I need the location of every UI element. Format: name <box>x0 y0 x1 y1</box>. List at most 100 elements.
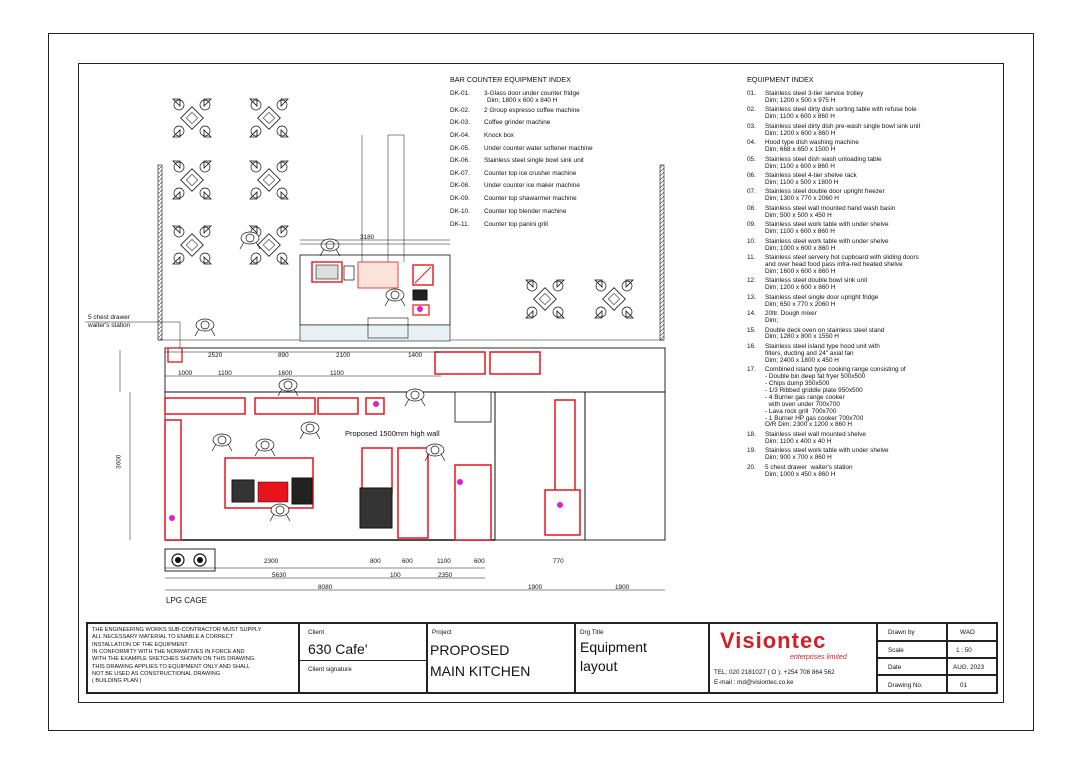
person <box>239 231 261 250</box>
engineering-note-line: IN CONFORMITY WITH THE NORMATIVES IN FOR… <box>92 648 245 655</box>
burner <box>231 479 255 503</box>
equipment-item-detail: with oven under 700x700 <box>765 400 840 408</box>
equipment-item-detail: Dim; 1100 x 400 x 40 H <box>765 437 832 445</box>
equipment-index-title: EQUIPMENT INDEX <box>747 75 814 84</box>
equipment-number: 08. <box>747 204 756 212</box>
store-room-2 <box>584 391 666 541</box>
bar-item: Counter top ice crusher machine <box>484 170 577 177</box>
dining-table <box>594 279 634 319</box>
equipment-index-list: 01.Stainless steel 3-tier service trolle… <box>747 90 987 610</box>
equipment-item-detail: Dim; 1100 x 600 x 860 H <box>765 228 835 236</box>
bar-item: Counter top shawarmer machine <box>484 195 577 202</box>
project-value: PROPOSED <box>430 642 510 658</box>
dim-text: 770 <box>553 558 564 565</box>
waiter-station-20 <box>167 347 183 363</box>
equipment-item-detail: Dim; 1100 x 600 x 860 H <box>765 162 835 170</box>
right-boundary-wall <box>659 164 665 341</box>
equipment-item-detail: Dim; <box>765 317 779 324</box>
person <box>404 388 426 407</box>
dining-table <box>249 225 289 265</box>
equipment-item-detail: - Lava rock grill 700x700 <box>765 407 837 415</box>
equipment-number: 09. <box>747 221 756 229</box>
engineering-note-line: WITH THE EXAMPLE SKETCHES SHOWN ON THIS … <box>92 656 256 663</box>
equipment-item-detail: Dim; 1200 x 600 x 860 H <box>765 129 836 137</box>
dining-table <box>525 279 565 319</box>
person <box>254 438 276 457</box>
wall-note: Proposed 1500mm high wall <box>345 429 440 438</box>
person <box>211 433 233 452</box>
dim-text: 2350 <box>438 572 453 579</box>
left-wall-equipment <box>164 419 182 541</box>
equipment-item: 01.Stainless steel 3-tier service trolle… <box>747 90 864 97</box>
equipment-number: 17. <box>747 366 756 374</box>
drawing-title-label: Drg Title <box>580 629 604 636</box>
drawing-sheet-border <box>48 33 1034 731</box>
equipment-item: 07.Stainless steel double door upright f… <box>747 188 885 196</box>
company-logo: Visiontec <box>720 628 827 653</box>
project-label: Project <box>432 629 452 636</box>
equipment-item-detail: Dim; 650 x 770 x 2060 H <box>765 300 836 308</box>
equipment-number: 14. <box>747 310 756 318</box>
dim-text: 8080 <box>318 584 333 591</box>
dim-text: 1900 <box>528 584 543 591</box>
drawing-title-value: layout <box>580 658 618 674</box>
equipment-item-detail: Dim; 668 x 650 x 1500 H <box>765 146 836 154</box>
grinder <box>343 265 355 281</box>
equipment-item-detail: and over head food pass infra-red heated… <box>765 260 903 268</box>
equipment-number: 05. <box>747 155 756 163</box>
engineering-note-line: THE ENGINEERING WORKS SUB-CONTRACTOR MUS… <box>92 627 262 633</box>
bar-index-title: BAR COUNTER EQUIPMENT INDEX <box>450 75 571 84</box>
equipment-number: 03. <box>747 122 756 130</box>
equipment-item: 17.Combined island type cooking range co… <box>747 366 906 374</box>
engineering-note-line: ALL NECESSARY MATERIAL TO ENABLE A CORRE… <box>92 634 234 641</box>
work-table-19 <box>361 447 393 494</box>
dining-table <box>172 160 212 200</box>
equipment-item: 06.Stainless steel 4-tier shelve rack <box>747 172 857 179</box>
dim-text: 600 <box>402 558 413 565</box>
equipment-item-detail: Dim; 1300 x 770 x 2060 H <box>765 195 839 203</box>
dim-text: 3600 <box>115 454 123 469</box>
dim-text: 1900 <box>615 584 630 591</box>
equipment-item: 18.Stainless steel wall mounted shelve <box>747 430 866 438</box>
equipment-number: 16. <box>747 342 756 350</box>
bar-item: Stainless steel single bowl sink unit <box>484 157 584 164</box>
bar-item: Under counter ice maker machine <box>484 182 580 189</box>
dim-text: 800 <box>370 558 381 565</box>
dirty-dish-table-02 <box>454 391 492 423</box>
lpg-cage-label: LPG CAGE <box>166 596 207 605</box>
equipment-number: 18. <box>747 430 756 438</box>
drawing-no-value: 01 <box>960 682 968 689</box>
waiter-station-label: waiter's station <box>88 322 131 329</box>
dim-text: 1600 <box>278 370 293 377</box>
date-value: AUG. 2023 <box>953 664 985 671</box>
trolley-01 <box>489 351 541 375</box>
equipment-item-detail: filters, ducting and 24" axial fan <box>765 349 854 357</box>
waiter-station-label: 5 chest drawer <box>88 314 130 321</box>
dim-text: 2520 <box>208 352 223 359</box>
equipment-item-detail: - Double bin deep fat fryer 500x500 <box>765 373 866 381</box>
dim-text: 890 <box>278 352 289 359</box>
client-signature-label: Client signature <box>308 666 352 673</box>
equipment-number: 04. <box>747 139 756 147</box>
bar-item: Under counter water softener machine <box>484 145 593 152</box>
bar-item: Counter top panini grill <box>484 221 548 228</box>
shelve-18 <box>317 397 359 415</box>
equipment-item: 20.5 chest drawer waiter's station <box>747 463 853 471</box>
drawn-by-label: Drawn by <box>888 629 915 636</box>
equipment-item: 08.Stainless steel wall mounted hand was… <box>747 204 896 212</box>
equipment-item: 04.Hood type dish washing machine <box>747 139 859 147</box>
person <box>384 288 406 307</box>
bar-fridge <box>357 261 399 289</box>
equipment-item-detail: Dim; 1280 x 800 x 1550 H <box>765 333 839 341</box>
equipment-item-detail: O/R Dim; 2300 x 1200 x 860 H <box>765 421 853 429</box>
shelve-rack-06-store <box>554 399 576 496</box>
equipment-number: 07. <box>747 188 756 196</box>
equipment-item: 05.Stainless steel dish wash unloading t… <box>747 155 882 163</box>
scale-label: Scale <box>888 647 904 654</box>
hot-cupboard-11 <box>254 397 316 415</box>
equipment-item: 02.Stainless steel dirty dish sorting ta… <box>747 106 917 114</box>
equipment-item-detail: Dim; 1000 x 600 x 860 H <box>765 244 836 252</box>
dishwash-station <box>454 464 492 541</box>
date-label: Date <box>888 664 902 671</box>
